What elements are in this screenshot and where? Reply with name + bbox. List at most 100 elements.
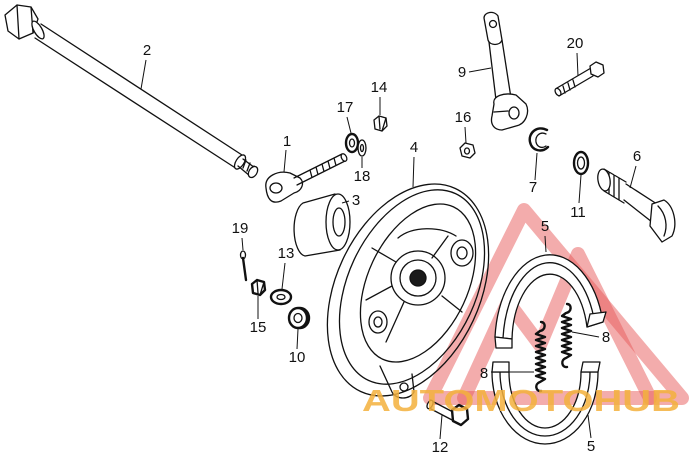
adjuster-bolt (293, 153, 346, 186)
bolt-tip (554, 87, 562, 97)
panel-hub-bore (409, 269, 427, 287)
leader-line (468, 67, 492, 73)
callout-4: 4 (410, 139, 418, 188)
watermark-text: AUTOMOTOHUB (362, 383, 680, 418)
callout-16: 16 (455, 109, 471, 144)
shoe-end-left (494, 336, 513, 349)
leader-line (576, 52, 579, 77)
washer-hole (359, 143, 365, 153)
brake-panel (326, 183, 490, 399)
sleeve-body (293, 193, 341, 257)
arm-clamp-slit (493, 110, 509, 113)
callout-label: 8 (480, 365, 488, 382)
adjuster-bolt-tip (340, 153, 348, 162)
bolt-tip (426, 399, 434, 410)
axle-shaft (34, 23, 243, 170)
seal-inner (576, 156, 586, 170)
leader-line (544, 235, 547, 253)
sleeve-end (325, 193, 351, 251)
nut-16 (459, 142, 476, 159)
shoe-lining (502, 262, 596, 339)
arm-clamp-hole (508, 106, 520, 120)
callout-5-upper: 5 (541, 218, 549, 253)
shoe-end-right (586, 311, 607, 328)
panel-hub (390, 250, 446, 306)
circlip-outer (528, 127, 550, 152)
cam-shaft (623, 183, 661, 223)
axle-tip (247, 165, 259, 179)
circlip-inner (535, 132, 547, 149)
callout-8-left: 8 (480, 365, 534, 382)
callout-label: 6 (633, 148, 641, 165)
panel-face (359, 203, 477, 363)
panel-anchor-boss (368, 310, 388, 334)
axle-adjuster (265, 153, 348, 203)
callout-label: 20 (567, 35, 584, 52)
callout-20: 20 (567, 35, 584, 77)
callout-label: 4 (410, 139, 418, 156)
leader-line (140, 59, 147, 90)
watermark-logo (423, 203, 689, 405)
callout-11: 11 (570, 174, 586, 221)
callouts: 2 1 17 14 18 3 4 16 (140, 35, 641, 456)
collar-sleeve (293, 193, 351, 257)
sleeve-bore (332, 207, 346, 237)
callout-13: 13 (278, 245, 294, 290)
leader-line (464, 126, 467, 144)
callout-label: 5 (587, 438, 595, 455)
brake-shoe-lower (491, 361, 601, 445)
callout-label: 10 (289, 349, 306, 366)
callout-10: 10 (289, 328, 306, 366)
spring-coil (534, 320, 547, 393)
washer-outer (357, 139, 367, 157)
callout-6: 6 (629, 148, 641, 189)
arm-clevis (483, 11, 503, 46)
cotter-pin-19 (239, 250, 248, 282)
bolt-head (589, 61, 605, 78)
shoe-lining (499, 371, 591, 437)
cam-head-groove (657, 205, 667, 237)
panel-anchor-hole (373, 316, 383, 328)
spring-coil (560, 302, 573, 369)
callout-8-right: 8 (571, 329, 610, 346)
brake-shoe-upper (494, 254, 607, 349)
washer-outer (344, 132, 360, 154)
callout-label: 1 (283, 133, 291, 150)
axle-thread (237, 158, 256, 177)
shoe-end-left (491, 361, 510, 373)
shoe-spring-right (560, 302, 573, 369)
callout-label: 11 (570, 204, 586, 221)
washer-10 (287, 306, 311, 330)
callout-label: 18 (354, 168, 371, 185)
callout-label: 15 (250, 319, 267, 336)
callout-9: 9 (458, 64, 492, 81)
panel-ribs (365, 228, 463, 343)
arm-body (488, 39, 512, 101)
leader-line (439, 414, 443, 440)
washer-hole (276, 293, 286, 301)
callout-19: 19 (232, 220, 248, 251)
panel-lug (379, 365, 415, 399)
leader-line (412, 156, 415, 188)
shoe-end-right (580, 361, 601, 373)
callout-label: 8 (602, 329, 610, 346)
callout-label: 9 (458, 64, 466, 81)
brake-arm (483, 11, 529, 131)
adjuster-plate (265, 171, 304, 203)
panel-lug-hole (399, 382, 409, 392)
nut-14 (373, 115, 388, 132)
seal-outer (572, 150, 590, 176)
callout-label: 2 (143, 42, 151, 59)
callout-14: 14 (371, 79, 387, 115)
panel-cam-hole (456, 246, 468, 260)
bolt-20 (554, 61, 605, 97)
cam-head (649, 199, 676, 243)
panel-cam-boss (450, 239, 474, 267)
callout-12: 12 (432, 414, 448, 456)
washer-outer (269, 288, 293, 306)
leader-line (571, 331, 600, 338)
washer-17 (344, 132, 360, 154)
nut-body (459, 142, 476, 159)
nut-facet (256, 279, 265, 296)
